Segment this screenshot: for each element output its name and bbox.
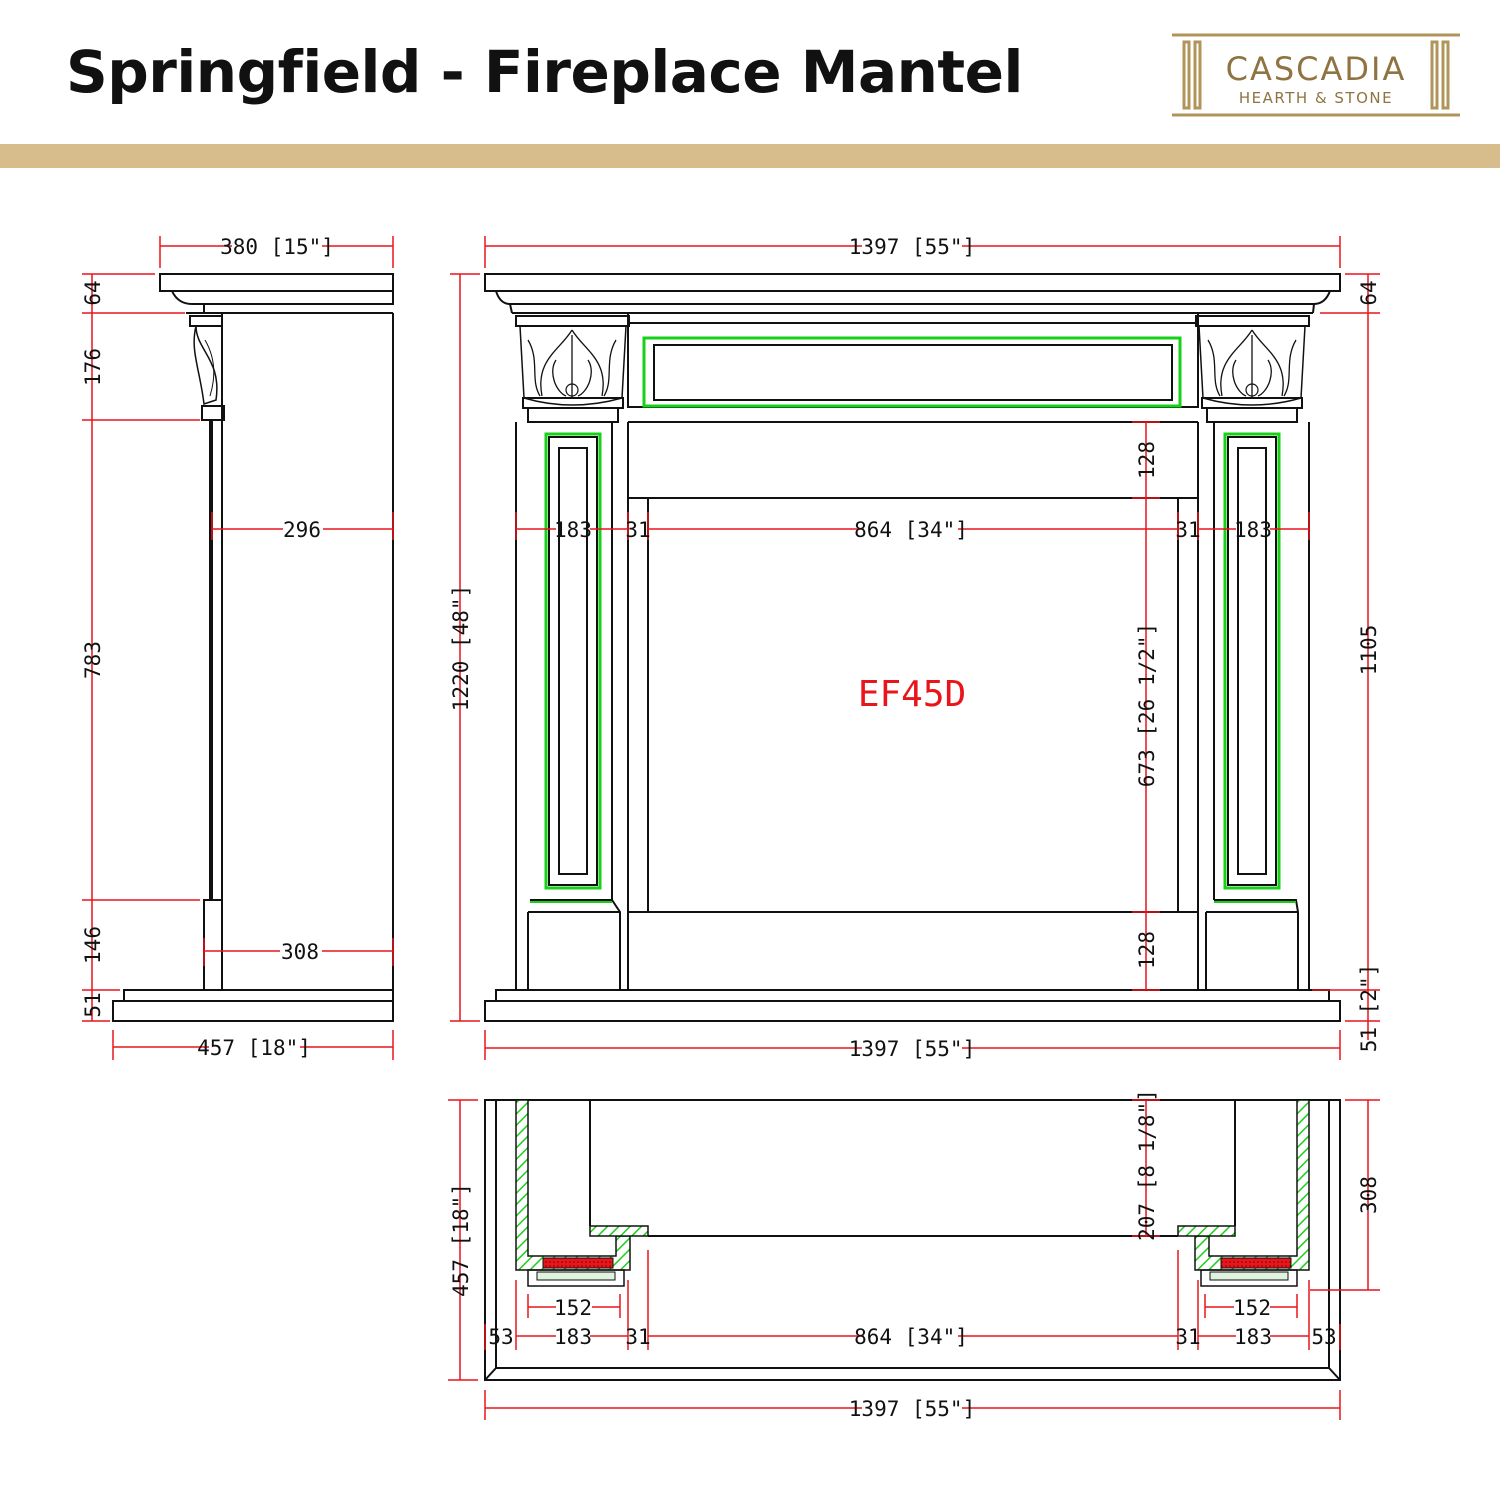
- plan-reveal-right: 31: [1175, 1325, 1200, 1349]
- side-top-width: 380 [15"]: [220, 235, 334, 259]
- front-opening-width: 864 [34"]: [854, 518, 968, 542]
- side-h-cap: 64: [81, 280, 105, 305]
- logo-tagline: HEARTH & STONE: [1239, 89, 1393, 107]
- plan-inner-depth: 207 [8 1/8"]: [1135, 1089, 1159, 1241]
- front-overall-width-bottom: 1397 [55"]: [849, 1037, 975, 1061]
- side-h-plinth: 146: [81, 926, 105, 964]
- front-h-leg-total: 1105: [1357, 625, 1381, 676]
- plan-post-right: 152: [1233, 1296, 1271, 1320]
- front-h-cap: 64: [1357, 280, 1381, 305]
- front-reveal-right: 31: [1175, 518, 1200, 542]
- insert-model-label: EF45D: [858, 674, 966, 715]
- front-view: [484, 273, 1341, 1022]
- plan-view-dimensions: [448, 1099, 1380, 1420]
- side-depth-lower: 308: [281, 940, 319, 964]
- plan-leg-right: 183: [1234, 1325, 1272, 1349]
- front-h-base: 51 [2"]: [1357, 964, 1381, 1053]
- plan-edge-left: 53: [488, 1325, 513, 1349]
- side-base-width: 457 [18"]: [197, 1036, 311, 1060]
- side-h-corbel: 176: [81, 348, 105, 386]
- front-leg-width-right: 183: [1234, 518, 1272, 542]
- front-view-dimensions: [450, 236, 1380, 1060]
- logo-name: CASCADIA: [1226, 50, 1407, 88]
- side-depth-upper: 296: [283, 518, 321, 542]
- plan-view: [484, 1099, 1341, 1381]
- side-h-leg: 783: [81, 641, 105, 679]
- plan-edge-right: 53: [1311, 1325, 1336, 1349]
- right-corbel: [1195, 315, 1310, 423]
- front-header-height: 128: [1135, 441, 1159, 479]
- plan-reveal-left: 31: [625, 1325, 650, 1349]
- cascadia-logo: CASCADIA HEARTH & STONE: [1172, 33, 1460, 117]
- front-hearth-height: 128: [1135, 931, 1159, 969]
- plan-leg-depth: 308: [1357, 1176, 1381, 1214]
- left-corbel: [515, 315, 630, 423]
- header-accent-band: [0, 144, 1500, 168]
- plan-opening: 864 [34"]: [854, 1325, 968, 1349]
- front-opening-height: 673 [26 1/2"]: [1135, 623, 1159, 787]
- plan-leg-left: 183: [554, 1325, 592, 1349]
- front-leg-width-left: 183: [554, 518, 592, 542]
- side-view: [112, 273, 394, 1022]
- front-reveal-left: 31: [625, 518, 650, 542]
- plan-overall-depth: 457 [18"]: [449, 1183, 473, 1297]
- plan-post-left: 152: [554, 1296, 592, 1320]
- plan-overall-width: 1397 [55"]: [849, 1397, 975, 1421]
- side-view-dimensions: [82, 236, 394, 1060]
- front-overall-height: 1220 [48"]: [449, 585, 473, 711]
- side-h-base: 51: [81, 992, 105, 1017]
- front-overall-width-top: 1397 [55"]: [849, 235, 975, 259]
- page-title: Springfield - Fireplace Mantel: [66, 38, 1023, 106]
